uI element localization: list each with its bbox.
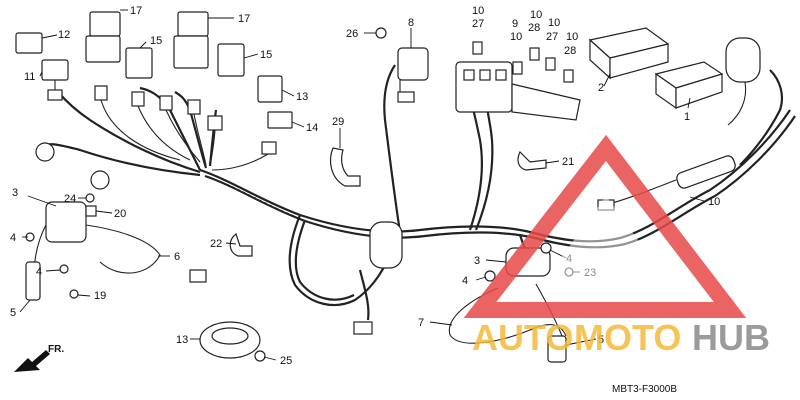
callout-10: 10 — [548, 17, 560, 29]
callout-21: 21 — [562, 156, 574, 168]
callout-10: 10 — [530, 9, 542, 21]
fuse-27-10-right — [563, 69, 574, 83]
bolt-4-right-bottom — [484, 270, 496, 282]
clamp-band-29 — [330, 147, 361, 187]
callout-10: 10 — [566, 31, 578, 43]
callout-9: 9 — [512, 18, 518, 30]
callout-28: 27 — [472, 18, 484, 30]
ignition-coil-center — [369, 221, 403, 269]
branch-connector — [261, 141, 277, 155]
connector-11 — [41, 59, 69, 81]
ecu-2 — [588, 27, 670, 80]
sensor-8 — [397, 47, 429, 103]
callout-4: 4 — [10, 232, 16, 244]
callout-15: 14 — [306, 122, 318, 134]
fuse-box — [455, 61, 581, 121]
ignition-coil-left — [25, 201, 161, 301]
callout-13: 13 — [176, 334, 188, 346]
callout-12: 12 — [58, 29, 70, 41]
callout-22: 22 — [210, 238, 222, 250]
module-1 — [654, 61, 724, 110]
connector-bottom-mid — [353, 321, 373, 335]
callout-26: 26 — [346, 28, 358, 40]
diagram-code: MBT3-F3000B — [612, 384, 677, 395]
callout-27: 28 — [528, 22, 540, 34]
callout-1: 1 — [684, 111, 690, 123]
fuse-27-10 — [529, 47, 540, 61]
callout-3: 3 — [474, 255, 480, 267]
watermark-hub: HUB — [692, 317, 770, 358]
callout-18: 17 — [238, 13, 250, 25]
fuse-28-10-left — [472, 41, 483, 55]
callout-19: 19 — [94, 290, 106, 302]
fuse-28-10-mid — [545, 57, 556, 71]
bolt-24 — [85, 193, 95, 203]
callout-5: 5 — [598, 334, 604, 346]
bolt-4-left-bottom — [59, 264, 69, 274]
relay-17-right — [217, 43, 245, 77]
callout-4: 4 — [462, 275, 468, 287]
callout-7: 7 — [418, 317, 424, 329]
callout-28: 27 — [546, 31, 558, 43]
clamp-22 — [229, 233, 253, 257]
callout-labels: 17 17 12 11 15 15 13 14 3 4 4 19 5 6 24 … — [10, 5, 720, 367]
branch-connector — [159, 95, 173, 111]
direction-label: FR. — [48, 344, 64, 355]
callout-6: 6 — [174, 251, 180, 263]
callout-10: 10 — [510, 31, 522, 43]
callout-25: 25 — [280, 355, 292, 367]
branch-connector — [94, 85, 108, 101]
callout-29: 29 — [332, 116, 344, 128]
bolt-4-right-top — [540, 242, 552, 254]
grommet-mid — [90, 170, 110, 190]
watermark-moto: MOTO — [574, 317, 681, 358]
ht-lead-7 — [448, 287, 567, 344]
callout-24: 24 — [64, 193, 76, 205]
callout-11: 11 — [24, 71, 35, 83]
horn-cylinder — [725, 37, 761, 126]
grommet-left — [35, 142, 55, 162]
branch-connector — [131, 91, 145, 107]
watermark-logo: AUTO MOTO HUB — [463, 134, 770, 358]
bolt-19 — [69, 289, 79, 299]
callout-4: 4 — [36, 266, 42, 278]
connector-15 — [267, 111, 293, 129]
plug-cap-5-left — [25, 261, 41, 301]
plug-cap-5-right — [547, 335, 567, 363]
connector-12 — [15, 32, 43, 54]
callout-5: 5 — [10, 307, 16, 319]
callout-27: 28 — [564, 45, 576, 57]
branch-connector — [187, 99, 201, 115]
callout-10: 10 — [708, 196, 720, 208]
fuse-9 — [512, 61, 523, 75]
clip-20 — [85, 205, 97, 217]
branch-connector — [207, 115, 223, 131]
callout-17: 15 — [260, 49, 272, 61]
warning-triangle-icon — [463, 134, 747, 318]
callout-20: 20 — [114, 208, 126, 220]
callout-14: 13 — [296, 91, 308, 103]
relay-18-right — [173, 11, 209, 69]
watermark-auto: AUTO — [472, 317, 573, 358]
arrow-icon — [14, 350, 50, 372]
bolt-25 — [254, 350, 266, 362]
callout-2: 2 — [598, 82, 604, 94]
sleeve-10 — [676, 155, 736, 189]
callout-3: 3 — [12, 187, 18, 199]
connector-bottom-left — [189, 269, 207, 283]
callout-18: 17 — [130, 5, 142, 17]
callout-10: 10 — [472, 5, 484, 17]
callout-8: 8 — [408, 17, 414, 29]
callout-17: 15 — [150, 35, 162, 47]
horn-13-inner — [211, 327, 249, 345]
relay-18-left — [85, 11, 121, 63]
direction-arrow-fr: FR. — [14, 344, 64, 372]
relay-17-left — [125, 47, 153, 79]
bolt-26 — [375, 27, 387, 39]
connector-11-plug — [47, 89, 63, 101]
clamp-21 — [517, 150, 547, 171]
relay-14 — [257, 75, 283, 103]
